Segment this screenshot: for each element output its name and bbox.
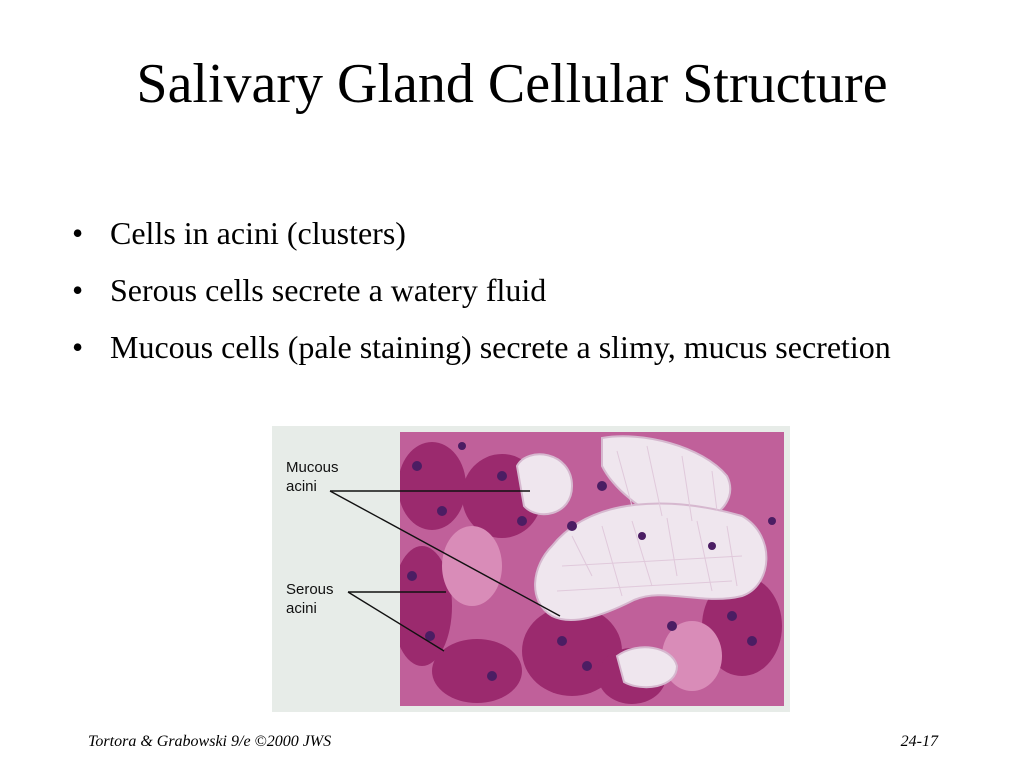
mucous-texture	[556, 445, 743, 597]
label-serous-acini: Serous acini	[286, 580, 334, 618]
footer-citation: Tortora & Grabowski 9/e ©2000 JWS	[88, 733, 332, 750]
bullet-glyph: •	[72, 272, 84, 308]
leader-lines	[329, 490, 561, 652]
micrograph-figure: Mucous acini Serous acini	[272, 426, 790, 712]
mucous-acini	[515, 435, 768, 689]
micrograph-image	[272, 426, 784, 712]
label-panel	[272, 426, 400, 712]
label-mucous-acini: Mucous acini	[286, 458, 339, 496]
footer-page-number: 24-17	[900, 733, 938, 750]
label-mucous-line2: acini	[286, 478, 317, 495]
label-serous-line1: Serous	[286, 581, 334, 598]
cell-nuclei	[407, 442, 776, 681]
bullet-item: • Mucous cells (pale staining) secrete a…	[72, 328, 972, 366]
bullet-list: • Cells in acini (clusters) • Serous cel…	[72, 214, 972, 385]
bullet-text: Serous cells secrete a watery fluid	[110, 272, 547, 308]
slide-title: Salivary Gland Cellular Structure	[136, 53, 888, 115]
label-serous-line2: acini	[286, 600, 317, 617]
bullet-item: • Cells in acini (clusters)	[72, 214, 972, 252]
label-mucous-line1: Mucous	[286, 459, 339, 476]
bullet-text: Mucous cells (pale staining) secrete a s…	[110, 329, 891, 365]
bullet-glyph: •	[72, 329, 84, 365]
bullet-item: • Serous cells secrete a watery fluid	[72, 271, 972, 309]
bullet-text: Cells in acini (clusters)	[110, 215, 406, 251]
bullet-glyph: •	[72, 215, 84, 251]
